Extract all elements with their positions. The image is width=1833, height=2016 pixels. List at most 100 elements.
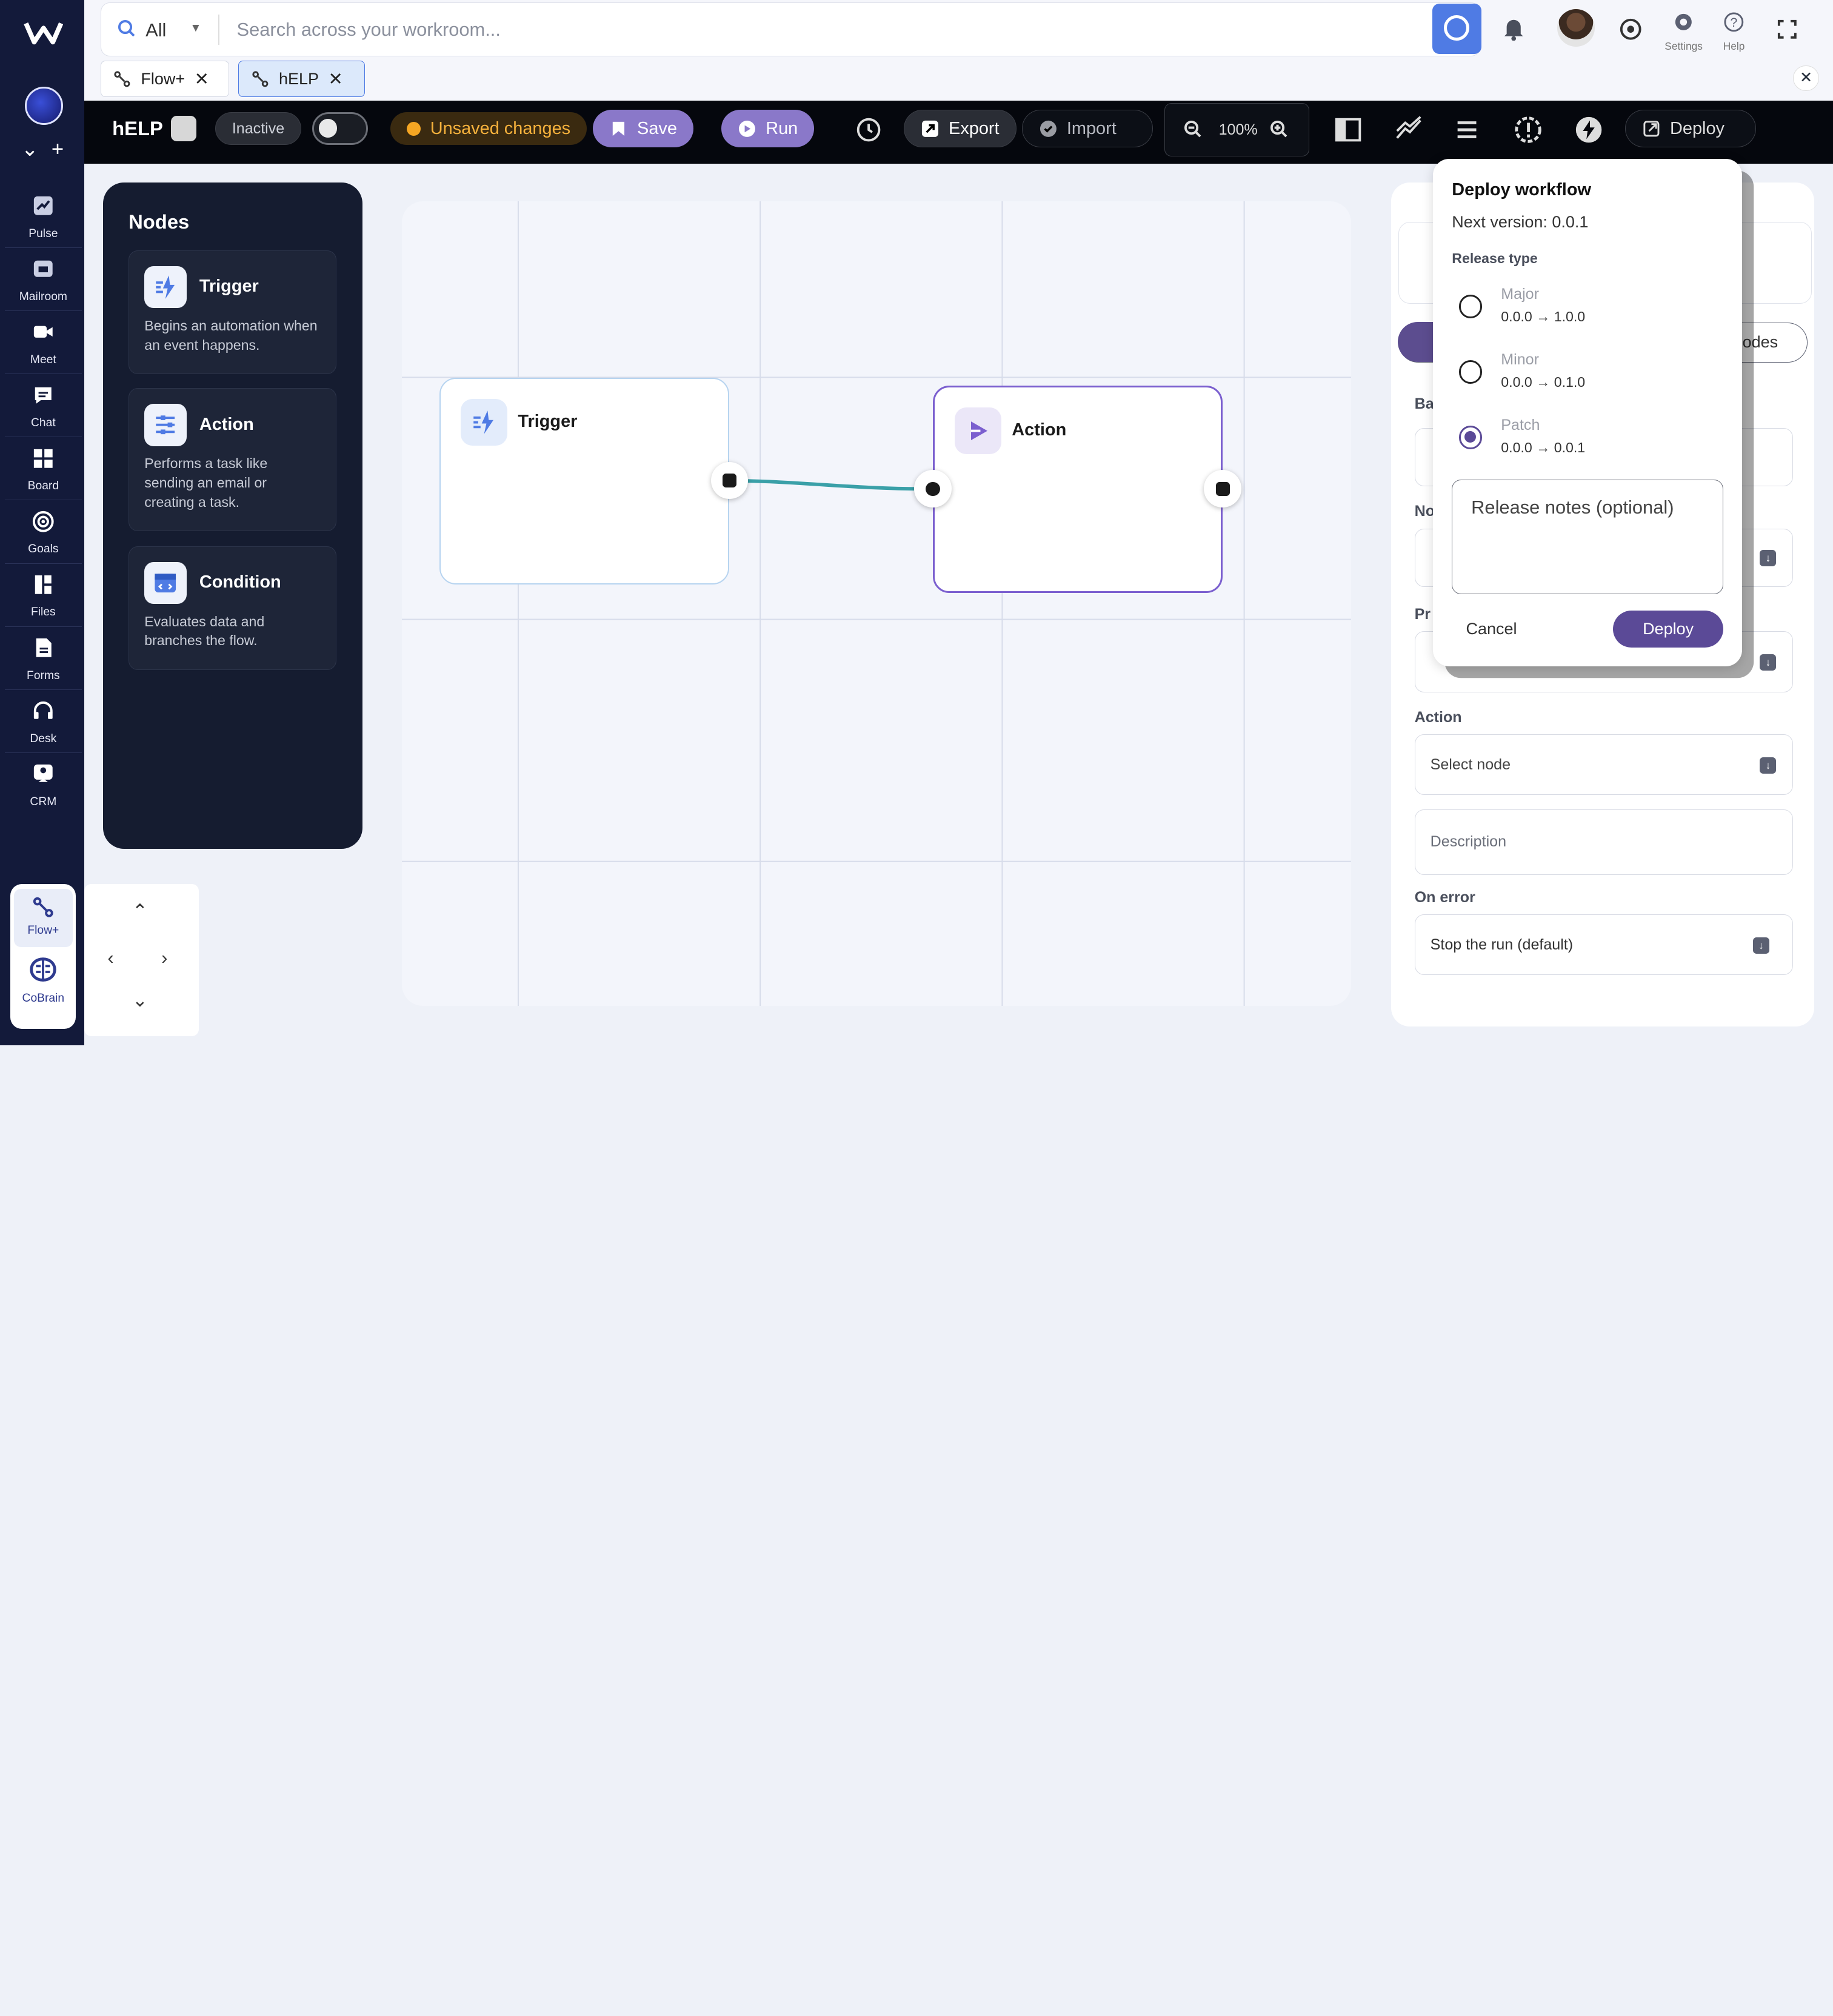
deploy-dialog: Deploy workflow Next version: 0.0.1 Rele… [1433,159,1742,667]
radio-major[interactable] [1458,294,1483,318]
sidebar-item-cobrain[interactable]: CoBrain [14,954,72,1020]
close-icon[interactable]: ✕ [194,69,209,89]
mailroom-icon [33,261,53,278]
import-button[interactable]: Import [1021,110,1153,147]
search-icon [1443,15,1470,41]
user-avatar[interactable] [1557,9,1595,47]
workspace-avatar[interactable] [24,86,64,126]
radio-patch[interactable] [1458,425,1483,449]
plus-icon[interactable]: + [51,138,64,161]
settings-label: Settings [1664,39,1703,52]
canvas-node-trigger[interactable]: Trigger [439,377,730,585]
description-placeholder: Description [1430,833,1507,851]
action-select[interactable]: Select node ↓ [1414,734,1794,795]
tab-help[interactable]: hELP ✕ [238,61,365,98]
tab-flow[interactable]: Flow+ ✕ [100,61,229,98]
export-button[interactable]: Export [903,110,1017,147]
search-button[interactable] [1432,3,1481,54]
files-icon [35,575,52,594]
import-label: Import [1066,118,1117,138]
sidebar-item-goals[interactable]: Goals [4,500,82,564]
import-icon [1040,120,1057,137]
gear-icon [1675,14,1692,31]
action-icon [954,407,1001,455]
input-port[interactable] [914,470,952,507]
sidebar-item-crm[interactable]: CRM [5,753,82,816]
close-icon[interactable]: ✕ [328,69,343,89]
chevron-left-icon[interactable]: ‹ [107,947,114,969]
flow-canvas[interactable]: Trigger Action [402,201,1352,1006]
help-label: Help [1723,39,1745,52]
sidebar-item-label: Mailroom [19,290,67,303]
history-icon[interactable] [853,115,884,145]
chevron-down-icon[interactable]: ⌄ [21,138,39,161]
release-option-minor[interactable]: Minor 0.0.0 → 0.1.0 [1458,351,1716,403]
app-logo[interactable] [23,16,64,49]
save-button[interactable]: Save [592,110,693,147]
search-scope-select[interactable]: All [145,19,167,41]
chevron-up-icon[interactable]: ⌃ [132,900,148,922]
sidebar-item-meet[interactable]: Meet [4,311,82,375]
radio-minor[interactable] [1458,360,1483,384]
sidebar-item-flow[interactable]: Flow+ [14,888,73,948]
list-icon[interactable] [1452,115,1482,145]
field-label: No [1414,503,1435,520]
zoom-in-icon[interactable] [1270,120,1289,139]
node-card-desc: Begins an automation when an event happe… [144,317,318,353]
sidebar-item-pulse[interactable]: Pulse [4,185,82,248]
external-link-icon [1643,121,1660,137]
status-badge: Inactive [215,112,302,146]
canvas-node-action[interactable]: Action [933,386,1223,593]
search-input[interactable] [236,12,1383,48]
trigger-icon [144,266,187,309]
check-icon [926,481,940,496]
sidebar-item-files[interactable]: Files [4,564,82,627]
node-card-action[interactable]: Action Performs a task like sending an e… [129,388,337,531]
analytics-icon[interactable] [1394,115,1424,145]
sidebar-item-chat[interactable]: Chat [4,374,82,438]
cancel-button[interactable]: Cancel [1466,620,1517,638]
help-button[interactable]: ? Help [1723,12,1745,53]
chevron-down-icon[interactable]: ⌄ [132,989,148,1011]
sidebar-item-mailroom[interactable]: Mailroom [4,248,82,311]
deploy-button[interactable]: Deploy [1624,110,1756,147]
sidebar-item-desk[interactable]: Desk [4,690,82,753]
release-option-major[interactable]: Major 0.0.0 → 1.0.0 [1458,286,1716,337]
release-option-patch[interactable]: Patch 0.0.0 → 0.0.1 [1458,417,1716,468]
confirm-deploy-button[interactable]: Deploy [1613,610,1723,648]
zoom-control: 100% [1164,102,1309,157]
alert-icon[interactable] [1513,115,1543,145]
help-icon: ? [1724,12,1744,32]
on-error-select[interactable]: Stop the run (default) ↓ [1414,914,1794,976]
zoom-out-icon[interactable] [1184,120,1203,139]
lightning-icon[interactable] [1574,115,1604,145]
bell-icon[interactable] [1501,15,1526,41]
pulse-icon [33,196,53,215]
run-button[interactable]: Run [721,110,815,147]
history-icon[interactable] [1618,16,1643,42]
tab-label: Flow+ [141,69,185,88]
caret-down-icon[interactable]: ▼ [190,21,202,35]
settings-button[interactable]: Settings [1664,12,1703,53]
layout-icon[interactable] [1333,115,1363,145]
close-all-tabs-button[interactable]: ✕ [1793,65,1819,92]
sidebar-item-forms[interactable]: Forms [4,627,82,690]
fullscreen-icon[interactable] [1777,19,1798,40]
node-card-desc: Evaluates data and branches the flow. [144,613,265,649]
chevron-right-icon[interactable]: › [161,947,168,969]
node-card-trigger[interactable]: Trigger Begins an automation when an eve… [129,250,337,375]
output-port[interactable] [710,461,749,500]
description-input[interactable]: Description [1414,809,1794,875]
connection-edge[interactable] [402,201,1351,1006]
canvas-node-title: Trigger [518,411,578,431]
release-notes-input[interactable] [1452,479,1723,594]
output-port[interactable] [1204,470,1242,507]
export-icon [921,120,938,137]
field-label: Ba [1414,395,1434,412]
active-toggle[interactable] [312,112,369,146]
sidebar-item-board[interactable]: Board [4,437,82,501]
node-card-condition[interactable]: Condition Evaluates data and branches th… [129,546,337,671]
sidebar-item-label: Goals [28,543,59,556]
edit-icon[interactable] [170,115,196,142]
toggle-knob [318,118,338,138]
